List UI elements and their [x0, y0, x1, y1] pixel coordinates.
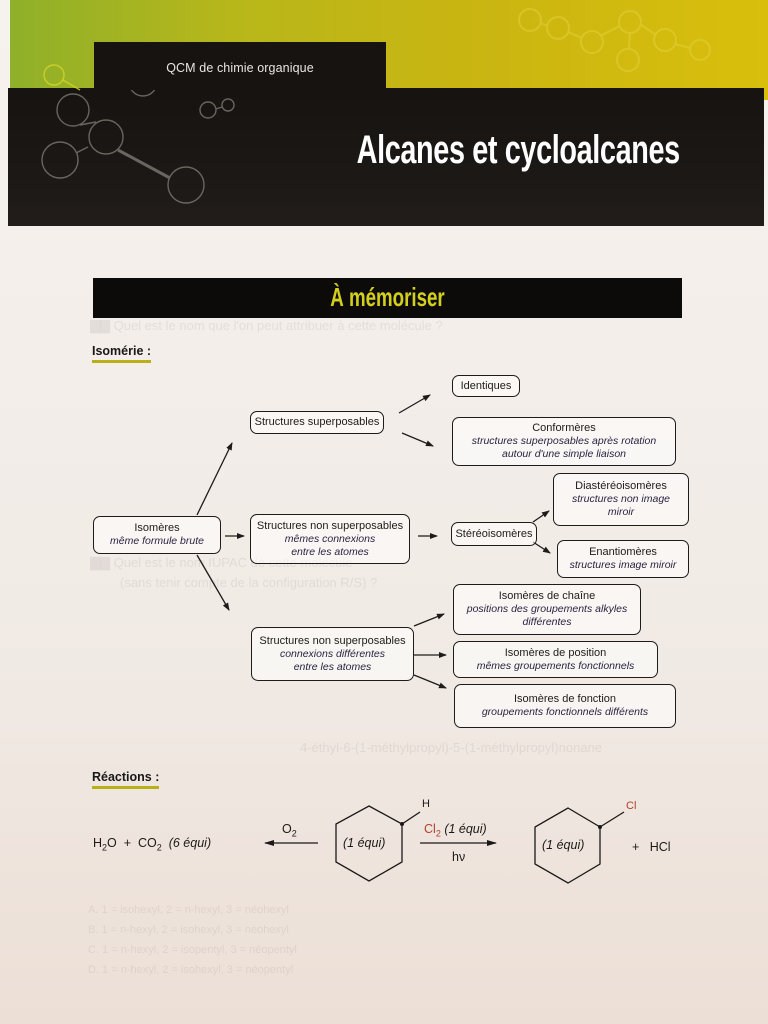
subscript: 2: [156, 842, 162, 853]
product-equivalents: (1 équi): [542, 838, 585, 852]
bleed-through-text: D. 1 = n-hexyl, 2 = isohexyl, 3 = néopen…: [88, 964, 294, 976]
reactant-equivalents: (1 équi): [343, 836, 386, 850]
halogenation-reagent: Cl2 (1 équi): [424, 822, 487, 839]
box-isomeres-de-position: Isomères de position mêmes groupements f…: [453, 641, 658, 678]
box-isomeres-de-chaine: Isomères de chaîne positions des groupem…: [453, 584, 641, 635]
box-stereoisomeres: Stéréoisomères: [451, 522, 537, 546]
bleed-through-text: A. 1 = isohexyl, 2 = n-hexyl, 3 = néohex…: [88, 904, 289, 916]
box-diastereoisomeres: Diastéréoisomères structures non image m…: [553, 473, 689, 526]
co2-formula: CO: [138, 836, 157, 850]
bleed-through-text: 4-éthyl-6-(1-méthylpropyl)-5-(1-méthylpr…: [300, 740, 603, 755]
box-subtitle: mêmes connexions: [284, 532, 376, 545]
bleed-through-text: B. 1 = n-hexyl, 2 = isohexyl, 3 = néohex…: [88, 924, 289, 936]
o2-formula: O: [282, 822, 292, 836]
box-subtitle: groupements fonctionnels différents: [481, 706, 649, 718]
box-subtitle: entre les atomes: [291, 545, 369, 558]
isomerie-label: Isomérie :: [92, 344, 152, 363]
byproduct: + HCl: [632, 840, 671, 854]
subscript: 2: [102, 842, 108, 853]
chlorine-atom-label: Cl: [626, 800, 637, 812]
bleed-through-text: ▇▇ Quel est le nom que l'on peut attribu…: [90, 318, 443, 333]
h2o-formula-tail: O: [107, 836, 117, 850]
bleed-through-text: (sans tenir compte de la configuration R…: [120, 575, 378, 590]
box-title: Isomères de chaîne: [498, 590, 596, 602]
box-title: Conformères: [532, 422, 596, 434]
box-title: Isomères de fonction: [513, 693, 617, 705]
hcl-formula: HCl: [649, 840, 671, 854]
memo-title: À mémoriser: [330, 282, 445, 312]
box-non-superposables-connexions-differentes: Structures non superposables connexions …: [251, 627, 414, 681]
chapter-title: Alcanes et cycloalcanes: [356, 128, 680, 172]
subscript: 2: [291, 828, 297, 839]
subscript: 2: [435, 828, 441, 839]
co2-equivalents: (6 équi): [168, 836, 212, 850]
box-subtitle: même formule brute: [110, 535, 204, 547]
cl2-formula: Cl: [424, 822, 436, 836]
box-title: Identiques: [460, 379, 512, 392]
box-title: Isomères: [134, 522, 180, 534]
box-subtitle: entre les atomes: [293, 660, 372, 673]
box-isomeres: Isomères même formule brute: [93, 516, 221, 554]
box-title: Isomères de position: [504, 646, 607, 659]
box-isomeres-de-fonction: Isomères de fonction groupements fonctio…: [454, 684, 676, 728]
box-subtitle: mêmes groupements fonctionnels: [476, 659, 635, 672]
cl2-equivalents: (1 équi): [444, 822, 487, 836]
box-subtitle: différentes: [522, 616, 572, 628]
molecule-model-icon: [18, 60, 238, 220]
reaction-scheme: [264, 805, 625, 884]
box-subtitle: connexions différentes: [279, 647, 386, 660]
box-title: Structures superposables: [254, 416, 380, 428]
box-conformeres: Conformères structures superposables apr…: [452, 417, 676, 466]
h2o-formula: H: [93, 836, 103, 850]
memo-banner: À mémoriser: [93, 278, 682, 318]
combustion-reagent: O2: [282, 822, 297, 839]
plus-sign: +: [632, 840, 640, 854]
box-non-superposables-memes-connexions: Structures non superposables mêmes conne…: [250, 514, 410, 564]
bleed-through-text: C. 1 = n-hexyl, 2 = isopentyl, 3 = néope…: [88, 944, 297, 956]
series-title: QCM de chimie organique: [94, 42, 386, 90]
plus-sign: +: [123, 836, 132, 850]
hydrogen-atom-label: H: [422, 798, 430, 810]
box-title: Structures non superposables: [256, 519, 404, 532]
box-title: Diastéréoisomères: [575, 480, 667, 492]
molecule-decoration-icon: [500, 0, 768, 100]
box-structures-superposables: Structures superposables: [250, 411, 384, 434]
box-subtitle: miroir: [607, 506, 635, 518]
box-title: Enantiomères: [589, 546, 657, 558]
box-enantiomeres: Enantiomères structures image miroir: [557, 540, 689, 578]
box-subtitle: structures non image: [571, 493, 671, 505]
box-identiques: Identiques: [452, 375, 520, 397]
box-subtitle: structures image miroir: [569, 559, 677, 571]
box-title: Stéréoisomères: [455, 527, 533, 540]
reaction-condition-light: hν: [452, 850, 466, 864]
box-subtitle: structures superposables après rotation: [471, 435, 657, 447]
reactions-label: Réactions :: [92, 770, 160, 789]
box-title: Structures non superposables: [259, 634, 406, 647]
box-subtitle: positions des groupements alkyles: [466, 603, 628, 615]
box-subtitle: autour d'une simple liaison: [502, 448, 626, 460]
combustion-products: H2O + CO2 (6 équi): [93, 836, 211, 853]
